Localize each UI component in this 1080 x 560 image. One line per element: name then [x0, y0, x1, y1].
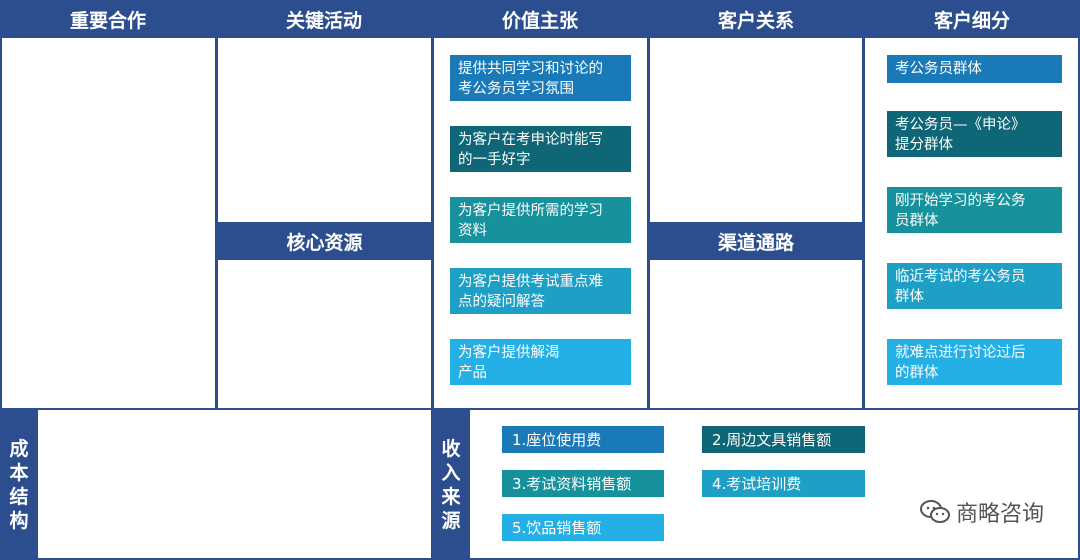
- card-line: 提供共同学习和讨论的: [458, 61, 603, 77]
- label-char: 构: [9, 510, 29, 532]
- card-line: 点的疑问解答: [458, 294, 545, 310]
- card-line: 为客户在考申论时能写: [458, 132, 603, 148]
- card-line: 临近考试的考公务员: [895, 269, 1026, 285]
- revenue-item: 5.饮品销售额: [502, 514, 664, 541]
- label-char: 本: [9, 462, 29, 484]
- cost-structure-cell: [38, 410, 431, 558]
- revenue-item: 4.考试培训费: [702, 470, 865, 497]
- card-line: 考公务员群体: [895, 61, 982, 77]
- segment-card: 临近考试的考公务员 群体: [887, 263, 1062, 309]
- label-char: 来: [441, 486, 461, 508]
- label-char: 入: [441, 462, 461, 484]
- header-key-partners: 重要合作: [0, 0, 216, 38]
- card-line: 为客户提供所需的学习: [458, 203, 603, 219]
- watermark-text: 商略咨询: [955, 502, 1044, 527]
- label-char: 源: [441, 510, 461, 532]
- revenue-item: 2.周边文具销售额: [702, 426, 865, 453]
- label-char: 结: [9, 486, 29, 508]
- value-card: 为客户在考申论时能写 的一手好字: [450, 126, 631, 172]
- header-key-activities: 关键活动: [216, 0, 432, 38]
- card-line: 群体: [895, 289, 924, 305]
- label-char: 收: [441, 438, 461, 460]
- header-value-propositions: 价值主张: [432, 0, 648, 38]
- wechat-icon: [919, 500, 950, 523]
- key-resources-cell: [218, 260, 431, 408]
- card-line: 就难点进行讨论过后: [895, 345, 1026, 361]
- customer-relationships-cell: [650, 38, 862, 222]
- key-activities-cell: [218, 38, 431, 222]
- revenue-streams-label: 收 入 来 源: [432, 410, 470, 560]
- card-line: 提分群体: [895, 137, 953, 153]
- card-line: 的群体: [895, 365, 939, 381]
- watermark: 商略咨询: [919, 496, 1044, 528]
- card-line: 考公务员学习氛围: [458, 81, 574, 97]
- revenue-item: 1.座位使用费: [502, 426, 664, 453]
- card-line: 的一手好字: [458, 152, 531, 168]
- card-line: 员群体: [895, 213, 939, 229]
- card-line: 产品: [458, 365, 487, 381]
- segment-card: 刚开始学习的考公务 员群体: [887, 187, 1062, 233]
- card-line: 考公务员—《申论》: [895, 117, 1026, 133]
- header-key-resources: 核心资源: [218, 222, 431, 260]
- key-partners-cell: [2, 38, 215, 408]
- value-card: 为客户提供考试重点难 点的疑问解答: [450, 268, 631, 314]
- value-card: 为客户提供所需的学习 资料: [450, 197, 631, 243]
- segment-card: 考公务员—《申论》 提分群体: [887, 111, 1062, 157]
- header-customer-relationships: 客户关系: [648, 0, 864, 38]
- header-customer-segments: 客户细分: [864, 0, 1080, 38]
- value-card: 提供共同学习和讨论的 考公务员学习氛围: [450, 55, 631, 101]
- card-line: 刚开始学习的考公务: [895, 193, 1026, 209]
- card-line: 资料: [458, 223, 487, 239]
- channels-cell: [650, 260, 862, 408]
- card-line: 为客户提供解渴: [458, 345, 560, 361]
- segment-card: 考公务员群体: [887, 55, 1062, 83]
- value-card: 为客户提供解渴 产品: [450, 339, 631, 385]
- label-char: 成: [9, 438, 29, 460]
- revenue-item: 3.考试资料销售额: [502, 470, 664, 497]
- card-line: 为客户提供考试重点难: [458, 274, 603, 290]
- segment-card: 就难点进行讨论过后 的群体: [887, 339, 1062, 385]
- cost-structure-label: 成 本 结 构: [0, 410, 38, 560]
- header-channels: 渠道通路: [650, 222, 862, 260]
